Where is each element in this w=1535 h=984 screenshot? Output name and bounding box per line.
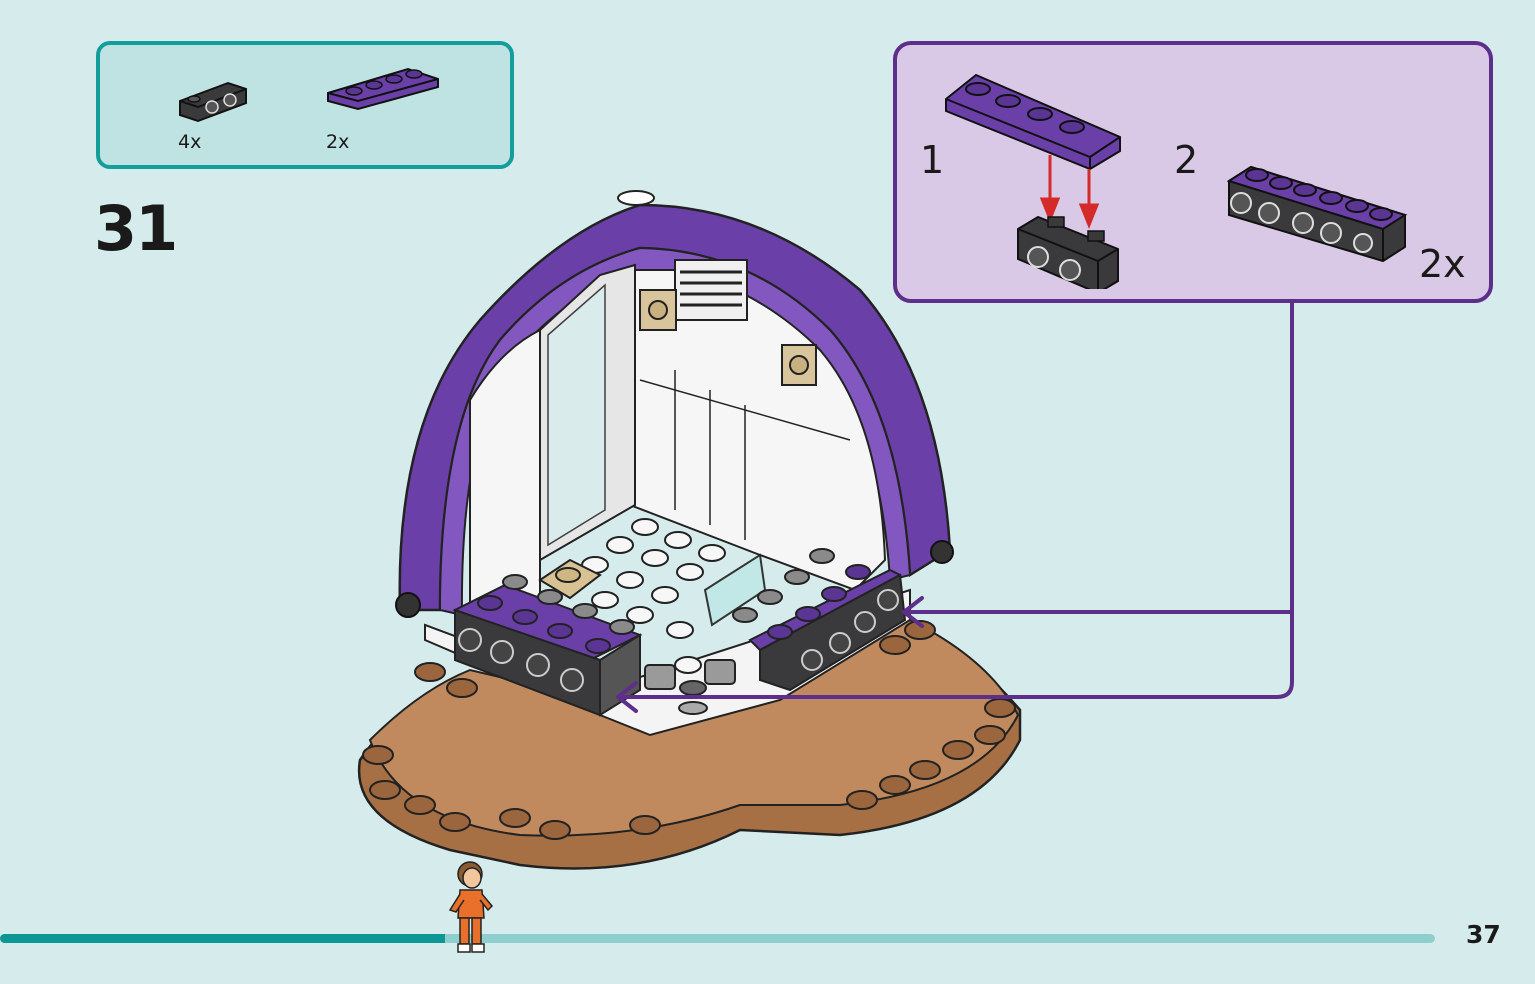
sub-assembly-callout: 1 2: [893, 41, 1493, 303]
interior-walls: [469, 259, 887, 627]
parts-list-panel: 4x 2x: [96, 41, 514, 169]
floor-studs: [581, 518, 726, 674]
sub-step-1-illustration: [945, 73, 1121, 289]
callout-connector: [616, 301, 1294, 713]
sub-step-1-label: 1: [920, 138, 945, 182]
minifig-progress-marker: [448, 861, 494, 953]
progress-bar-fill: [0, 934, 445, 943]
sub-step-2-illustration: [1226, 165, 1408, 263]
parts-qty-bracket: 4x: [178, 131, 202, 153]
progress-bar: [0, 934, 1435, 943]
sub-step-2-label: 2: [1174, 138, 1199, 182]
right-bracket-assembly: [732, 548, 907, 692]
left-bracket-assembly: [452, 574, 643, 717]
parts-qty-plate: 2x: [326, 131, 350, 153]
purple-plate-part: [324, 65, 440, 111]
sub-assembly-multiplier: 2x: [1419, 242, 1466, 286]
step-number: 31: [94, 192, 178, 265]
brown-base: [357, 618, 1022, 870]
gray-fittings: [644, 659, 736, 715]
page-number: 37: [1466, 920, 1501, 949]
dark-gray-bracket-part: [176, 79, 252, 123]
